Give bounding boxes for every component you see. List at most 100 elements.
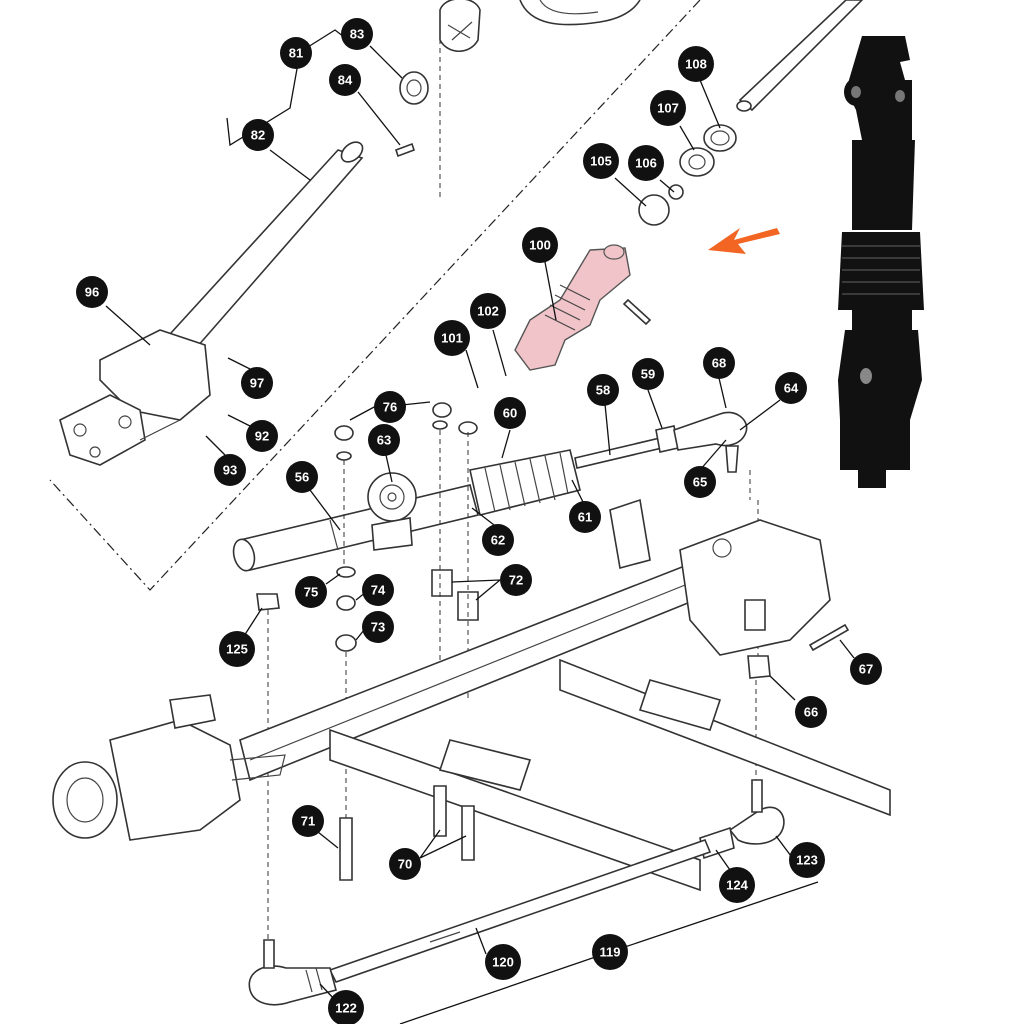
callout-62: 62 (482, 524, 514, 556)
spindle-left (52, 694, 286, 841)
callout-84: 84 (329, 64, 361, 96)
callout-67: 67 (850, 653, 882, 685)
svg-text:105: 105 (590, 154, 612, 169)
column-bracket (59, 329, 211, 466)
svg-text:83: 83 (350, 27, 364, 42)
svg-text:93: 93 (223, 463, 237, 478)
callout-72: 72 (500, 564, 532, 596)
callout-123: 123 (789, 842, 825, 878)
svg-text:76: 76 (383, 400, 397, 415)
callout-107: 107 (650, 90, 686, 126)
castle-nut-66 (747, 655, 771, 679)
callout-97: 97 (241, 367, 273, 399)
svg-text:64: 64 (784, 381, 799, 396)
svg-text:73: 73 (371, 620, 385, 635)
callout-68: 68 (703, 347, 735, 379)
callout-106: 106 (628, 145, 664, 181)
svg-text:92: 92 (255, 429, 269, 444)
bearing-107 (679, 147, 715, 177)
svg-text:100: 100 (529, 238, 551, 253)
callout-92: 92 (246, 420, 278, 452)
highlighted-u-joint-shaft (514, 244, 652, 371)
svg-text:68: 68 (712, 356, 726, 371)
callout-100: 100 (522, 227, 558, 263)
seal-108 (703, 124, 737, 152)
svg-text:96: 96 (85, 285, 99, 300)
callout-82: 82 (242, 119, 274, 151)
leaf-spring-left (329, 728, 701, 892)
svg-text:119: 119 (600, 945, 621, 960)
indicator-arrow (708, 228, 780, 254)
steering-column-shaft (158, 141, 364, 362)
svg-text:72: 72 (509, 573, 523, 588)
callout-75: 75 (295, 576, 327, 608)
callout-101: 101 (434, 320, 470, 356)
tie-rod-end-122 (248, 939, 337, 1006)
svg-text:123: 123 (796, 853, 818, 868)
svg-text:101: 101 (441, 331, 463, 346)
svg-text:74: 74 (371, 583, 386, 598)
svg-text:65: 65 (693, 475, 707, 490)
bushing-83 (399, 71, 429, 105)
steering-rack-housing (232, 484, 479, 572)
svg-text:102: 102 (477, 304, 499, 319)
callout-83: 83 (341, 18, 373, 50)
callout-60: 60 (494, 397, 526, 429)
callout-58: 58 (587, 374, 619, 406)
spindle-right (609, 498, 831, 656)
steering-wheel (439, 0, 641, 53)
callout-71: 71 (292, 805, 324, 837)
bolts-70 (433, 785, 475, 861)
callout-64: 64 (775, 372, 807, 404)
bolt-71 (339, 817, 353, 881)
svg-text:67: 67 (859, 662, 873, 677)
callout-105: 105 (583, 143, 619, 179)
svg-text:122: 122 (335, 1001, 357, 1016)
callout-56: 56 (286, 461, 318, 493)
rack-boot-60 (469, 449, 581, 516)
product-photo-u-joint-shaft (838, 36, 924, 488)
svg-text:81: 81 (289, 46, 303, 61)
svg-text:71: 71 (301, 814, 315, 829)
callout-96: 96 (76, 276, 108, 308)
callout-108: 108 (678, 46, 714, 82)
callout-81: 81 (280, 37, 312, 69)
svg-text:108: 108 (685, 57, 707, 72)
callout-120: 120 (485, 944, 521, 980)
svg-text:107: 107 (657, 101, 679, 116)
tie-rod-58 (574, 437, 663, 469)
svg-text:56: 56 (295, 470, 309, 485)
svg-text:75: 75 (304, 585, 318, 600)
svg-text:61: 61 (578, 510, 592, 525)
photo-highlights (842, 86, 920, 384)
callout-61: 61 (569, 501, 601, 533)
svg-text:63: 63 (377, 433, 391, 448)
svg-text:97: 97 (250, 376, 264, 391)
svg-text:60: 60 (503, 406, 517, 421)
svg-text:124: 124 (726, 878, 748, 893)
tie-rod-end-123 (728, 779, 785, 845)
callout-76: 76 (374, 391, 406, 423)
callout-74: 74 (362, 574, 394, 606)
svg-text:59: 59 (641, 367, 655, 382)
svg-text:82: 82 (251, 128, 265, 143)
nut-125 (256, 593, 280, 611)
svg-text:106: 106 (635, 156, 657, 171)
callout-125: 125 (219, 631, 255, 667)
callout-70: 70 (389, 848, 421, 880)
callout-119: 119 (592, 934, 628, 970)
svg-text:125: 125 (226, 642, 248, 657)
callout-122: 122 (328, 990, 364, 1024)
callout-63: 63 (368, 424, 400, 456)
svg-text:58: 58 (596, 383, 610, 398)
subassembly-boundary (49, 0, 701, 591)
snap-ring-105 (638, 194, 670, 226)
callout-65: 65 (684, 466, 716, 498)
washer-106 (668, 184, 684, 200)
cotter-pin-67 (808, 623, 850, 652)
callout-93: 93 (214, 454, 246, 486)
callout-124: 124 (719, 867, 755, 903)
svg-text:84: 84 (338, 73, 353, 88)
tie-rod-end-64 (673, 411, 748, 473)
